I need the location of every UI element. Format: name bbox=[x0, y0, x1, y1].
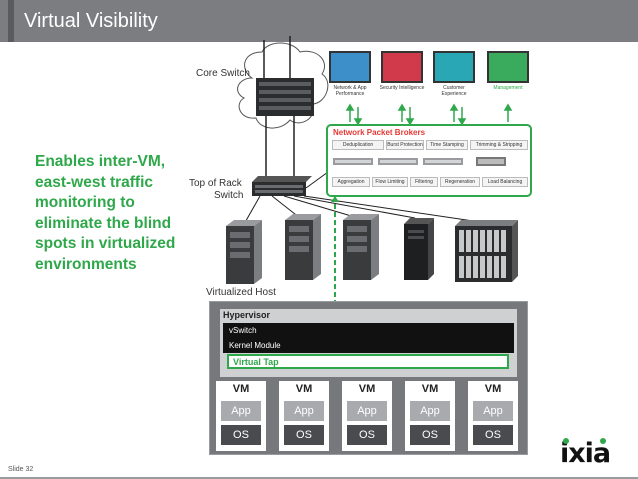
vm-os: OS bbox=[221, 425, 261, 445]
vm-os: OS bbox=[410, 425, 450, 445]
monitor-icon bbox=[433, 51, 475, 83]
npb-feature-chip: Aggregation bbox=[332, 177, 370, 187]
npb-appliance-icon bbox=[476, 157, 506, 166]
top-of-rack-switch-icon bbox=[252, 176, 312, 196]
server-icon bbox=[404, 218, 434, 280]
monitor-icon bbox=[487, 51, 529, 83]
logo-dot bbox=[563, 438, 569, 444]
virtualized-host-label: Virtualized Host bbox=[206, 287, 276, 298]
npb-appliance-icon bbox=[378, 158, 418, 165]
vm-app: App bbox=[347, 401, 387, 421]
hypervisor-title: Hypervisor bbox=[223, 310, 271, 320]
tool-label: Customer Experience bbox=[441, 85, 467, 97]
tool-arrows bbox=[345, 103, 513, 126]
tool-label: Network & App Performance bbox=[333, 85, 367, 97]
vm-app: App bbox=[473, 401, 513, 421]
npb-feature-chip: Deduplication bbox=[332, 140, 384, 150]
vm-title: VM bbox=[232, 383, 250, 395]
npb-feature-chip: Burst Protection bbox=[386, 140, 424, 150]
server-icon bbox=[226, 220, 262, 284]
npb-feature-chip: Time Stamping bbox=[426, 140, 468, 150]
tool-security-intelligence: Security Intelligence bbox=[379, 49, 425, 105]
npb-feature-chip: Regeneration bbox=[440, 177, 480, 187]
npb-feature-chip: Filtering bbox=[410, 177, 438, 187]
kernel-module-bar: Kernel Module bbox=[223, 339, 514, 353]
vswitch-bar: vSwitch bbox=[223, 323, 514, 339]
top-of-rack-label-2: Switch bbox=[214, 190, 244, 201]
tool-label: Management bbox=[493, 85, 523, 91]
npb-appliance-icon bbox=[333, 158, 373, 165]
server-icon bbox=[285, 214, 321, 280]
monitor-icon bbox=[381, 51, 423, 83]
top-of-rack-label-1: Top of Rack bbox=[189, 178, 242, 189]
vm-5: VM App OS bbox=[468, 381, 518, 451]
npb-feature-chip: Trimming & Stripping bbox=[470, 140, 528, 150]
vm-app: App bbox=[410, 401, 450, 421]
server-icon bbox=[343, 214, 379, 280]
slide-number-label: Slide bbox=[8, 466, 24, 473]
core-switch-label: Core Switch bbox=[196, 68, 250, 79]
vm-title: VM bbox=[484, 383, 502, 395]
server-icons bbox=[226, 214, 518, 284]
vm-app: App bbox=[221, 401, 261, 421]
slide-number-value: 32 bbox=[25, 466, 34, 473]
blade-chassis-icon bbox=[455, 220, 518, 282]
vm-title: VM bbox=[295, 383, 313, 395]
slide-number: Slide 32 bbox=[8, 466, 33, 473]
npb-feature-chip: Load Balancing bbox=[482, 177, 528, 187]
footer-line bbox=[0, 477, 638, 479]
npb-title: Network Packet Brokers bbox=[333, 128, 426, 137]
monitor-icon bbox=[329, 51, 371, 83]
vm-os: OS bbox=[347, 425, 387, 445]
title-bar bbox=[0, 0, 638, 42]
tool-network-app-performance: Network & App Performance bbox=[327, 49, 373, 105]
vm-app: App bbox=[284, 401, 324, 421]
vm-4: VM App OS bbox=[405, 381, 455, 451]
virtual-tap-bar: Virtual Tap bbox=[227, 354, 509, 369]
logo-dot bbox=[600, 438, 606, 444]
npb-appliance-icon bbox=[423, 158, 463, 165]
vm-3: VM App OS bbox=[342, 381, 392, 451]
slide-description: Enables inter-VM, east-west traffic moni… bbox=[35, 153, 176, 273]
vm-os: OS bbox=[473, 425, 513, 445]
tool-customer-experience: Customer Experience bbox=[431, 49, 477, 105]
npb-feature-chip: Flow Limiting bbox=[372, 177, 408, 187]
tool-label: Security Intelligence bbox=[379, 85, 425, 91]
tool-management: Management bbox=[485, 49, 531, 105]
vm-os: OS bbox=[284, 425, 324, 445]
vm-title: VM bbox=[421, 383, 439, 395]
slide-title: Virtual Visibility bbox=[24, 10, 158, 32]
title-accent bbox=[8, 0, 14, 42]
vm-title: VM bbox=[358, 383, 376, 395]
downlink-wires bbox=[242, 171, 481, 227]
core-switch-icon bbox=[256, 78, 314, 116]
vm-1: VM App OS bbox=[216, 381, 266, 451]
uplink-wires bbox=[263, 36, 295, 180]
vm-2: VM App OS bbox=[279, 381, 329, 451]
